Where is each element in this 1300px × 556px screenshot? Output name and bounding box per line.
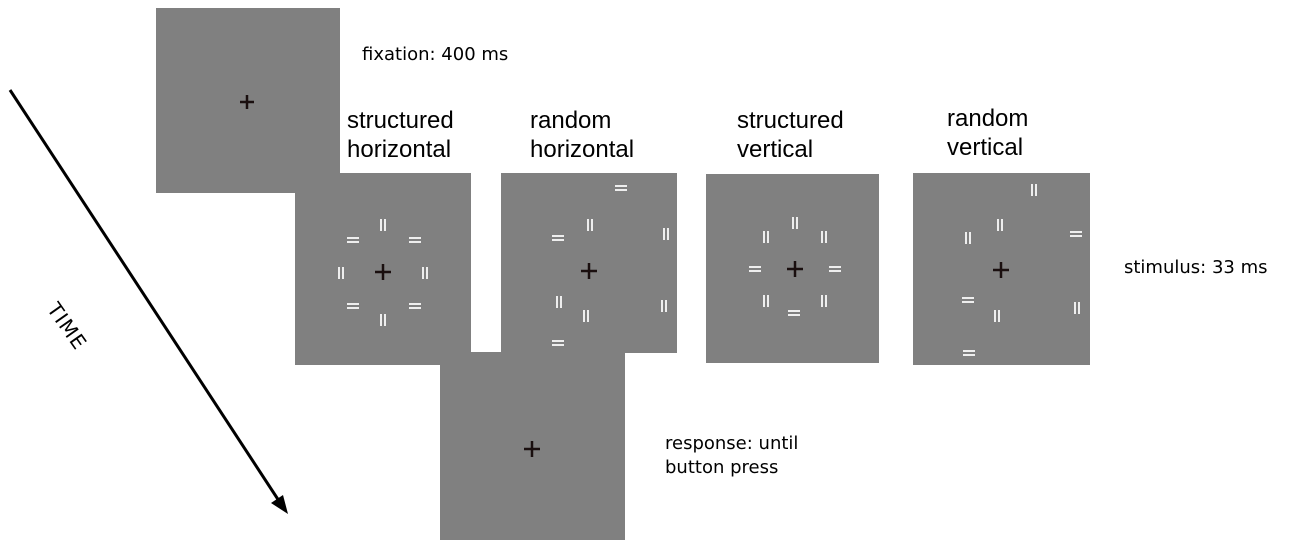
stimulus-panel-structured-horizontal bbox=[295, 173, 471, 365]
response-duration-label: response: until button press bbox=[665, 432, 798, 480]
fixation-cross-icon bbox=[993, 262, 1009, 278]
vertical-gabor-icon bbox=[965, 232, 971, 244]
fixation-cross-icon bbox=[581, 263, 597, 279]
horizontal-gabor-icon bbox=[347, 237, 359, 243]
condition-label-line-2: vertical bbox=[947, 134, 1024, 161]
horizontal-gabor-icon bbox=[615, 185, 627, 191]
horizontal-gabor-icon bbox=[963, 350, 975, 356]
condition-label-line-2: horizontal bbox=[530, 136, 635, 163]
condition-label-random-horizontal: random horizontal bbox=[530, 106, 634, 164]
vertical-gabor-icon bbox=[821, 295, 827, 307]
stimulus-panel-structured-vertical bbox=[706, 174, 879, 363]
vertical-gabor-icon bbox=[556, 296, 562, 308]
horizontal-gabor-icon bbox=[829, 266, 841, 272]
horizontal-gabor-icon bbox=[409, 303, 421, 309]
horizontal-gabor-icon bbox=[749, 266, 761, 272]
gabor-set bbox=[338, 219, 428, 326]
fixation-cross-icon bbox=[240, 95, 254, 109]
gabor-set bbox=[962, 184, 1082, 356]
vertical-gabor-icon bbox=[792, 217, 798, 229]
stimulus-duration-label: stimulus: 33 ms bbox=[1124, 257, 1268, 278]
vertical-gabor-icon bbox=[338, 267, 344, 279]
response-label-line-2: button press bbox=[665, 457, 779, 478]
stimulus-panel-random-vertical bbox=[913, 173, 1090, 365]
horizontal-gabor-icon bbox=[552, 235, 564, 241]
fixation-duration-label: fixation: 400 ms bbox=[362, 44, 509, 65]
vertical-gabor-icon bbox=[763, 295, 769, 307]
condition-label-random-vertical: random vertical bbox=[947, 104, 1028, 162]
horizontal-gabor-icon bbox=[552, 340, 564, 346]
horizontal-gabor-icon bbox=[962, 297, 974, 303]
gabor-set bbox=[552, 185, 669, 346]
condition-label-structured-vertical: structured vertical bbox=[737, 106, 844, 164]
fixation-cross-icon bbox=[787, 261, 803, 277]
condition-label-structured-horizontal: structured horizontal bbox=[347, 106, 454, 164]
response-label-line-1: response: until bbox=[665, 433, 799, 454]
gabor-set bbox=[749, 217, 841, 316]
vertical-gabor-icon bbox=[763, 231, 769, 243]
vertical-gabor-icon bbox=[661, 300, 667, 312]
condition-label-line-1: random bbox=[530, 107, 612, 134]
vertical-gabor-icon bbox=[422, 267, 428, 279]
time-axis-label: TIME bbox=[42, 298, 92, 355]
vertical-gabor-icon bbox=[583, 310, 589, 322]
horizontal-gabor-icon bbox=[409, 237, 421, 243]
vertical-gabor-icon bbox=[821, 231, 827, 243]
vertical-gabor-icon bbox=[1074, 302, 1080, 314]
vertical-gabor-icon bbox=[1031, 184, 1037, 196]
vertical-gabor-icon bbox=[663, 228, 669, 240]
fixation-panel bbox=[156, 8, 340, 193]
response-panel bbox=[440, 352, 625, 540]
vertical-gabor-icon bbox=[587, 219, 593, 231]
condition-label-line-2: horizontal bbox=[347, 136, 452, 163]
vertical-gabor-icon bbox=[994, 310, 1000, 322]
vertical-gabor-icon bbox=[380, 219, 386, 231]
stimulus-panel-random-horizontal bbox=[501, 173, 677, 353]
vertical-gabor-icon bbox=[380, 314, 386, 326]
condition-label-line-1: random bbox=[947, 105, 1029, 132]
horizontal-gabor-icon bbox=[1070, 231, 1082, 237]
vertical-gabor-icon bbox=[997, 219, 1003, 231]
horizontal-gabor-icon bbox=[347, 303, 359, 309]
fixation-cross-icon bbox=[524, 441, 540, 457]
condition-label-line-1: structured bbox=[347, 107, 454, 134]
horizontal-gabor-icon bbox=[788, 310, 800, 316]
condition-label-line-1: structured bbox=[737, 107, 844, 134]
condition-label-line-2: vertical bbox=[737, 136, 814, 163]
fixation-cross-icon bbox=[375, 264, 391, 280]
